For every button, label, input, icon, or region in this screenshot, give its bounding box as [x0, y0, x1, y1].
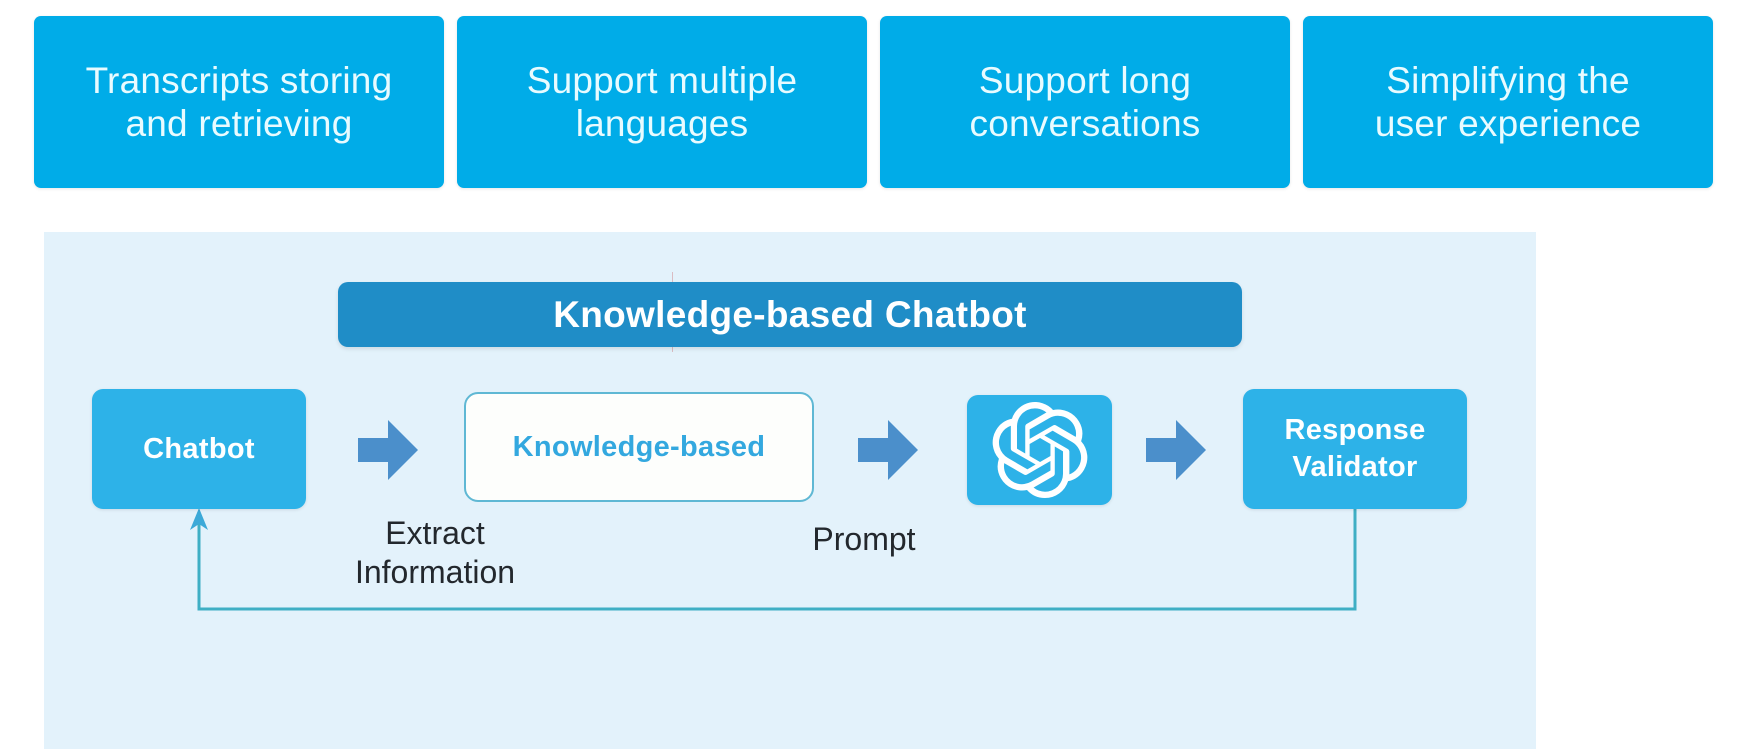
feature-card-conversations-text: Support long conversations: [970, 59, 1201, 146]
node-response-validator[interactable]: Response Validator: [1243, 389, 1467, 509]
feature-card-user-experience[interactable]: Simplifying the user experience: [1303, 16, 1713, 188]
node-chatbot[interactable]: Chatbot: [92, 389, 306, 509]
feature-card-user-experience-text: Simplifying the user experience: [1375, 59, 1641, 146]
feature-card-languages-text: Support multiple languages: [527, 59, 798, 146]
node-knowledge-base[interactable]: Knowledge-based: [464, 392, 814, 502]
node-knowledge-base-label: Knowledge-based: [512, 430, 766, 463]
feature-card-conversations-line1: Support long: [978, 59, 1192, 101]
feature-card-transcripts[interactable]: Transcripts storing and retrieving: [34, 16, 444, 188]
feature-card-user-experience-line1: Simplifying the: [1386, 59, 1630, 101]
openai-logo-icon: [992, 402, 1087, 498]
feature-card-row: Transcripts storing and retrieving Suppo…: [34, 16, 1713, 188]
feature-card-transcripts-text: Transcripts storing and retrieving: [86, 59, 393, 146]
page-title: Knowledge-based Chatbot: [553, 293, 1027, 335]
edge-label-extract-information: Extract Information: [295, 514, 575, 593]
panel-header-bar: Knowledge-based Chatbot: [338, 282, 1242, 347]
feature-card-transcripts-line2: and retrieving: [125, 103, 353, 144]
right-arrow-icon: [852, 414, 924, 491]
feature-card-conversations-line2: conversations: [969, 103, 1201, 144]
edge-label-prompt-text: Prompt: [812, 521, 916, 557]
right-arrow-icon: [352, 414, 424, 491]
feature-card-languages[interactable]: Support multiple languages: [457, 16, 867, 188]
node-chatbot-label: Chatbot: [143, 432, 255, 465]
feature-card-conversations[interactable]: Support long conversations: [880, 16, 1290, 188]
node-response-validator-line2: Validator: [1292, 451, 1418, 483]
feature-card-user-experience-line2: user experience: [1374, 103, 1642, 144]
feature-card-transcripts-line1: Transcripts storing: [85, 59, 393, 101]
edge-label-extract-line1: Extract: [385, 515, 485, 551]
right-arrow-icon: [1140, 414, 1212, 491]
feature-card-languages-line2: languages: [575, 103, 749, 144]
feature-card-languages-line1: Support multiple: [526, 59, 798, 101]
node-response-validator-line1: Response: [1284, 413, 1426, 446]
node-openai-model[interactable]: [967, 395, 1112, 505]
edge-label-prompt: Prompt: [744, 520, 984, 559]
architecture-diagram-panel: Knowledge-based Chatbot Chatbot Knowledg…: [44, 232, 1536, 749]
edge-label-extract-line2: Information: [354, 554, 516, 591]
